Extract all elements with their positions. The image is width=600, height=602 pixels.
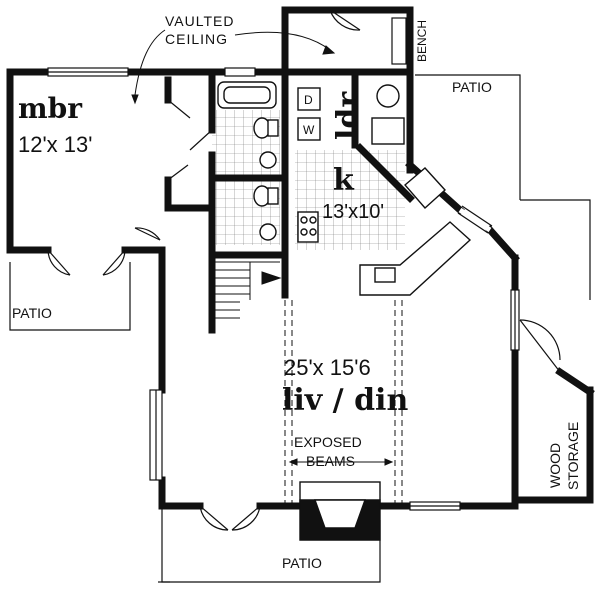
- mbr-size: 12'x 13': [18, 132, 92, 157]
- water-heater: [376, 84, 400, 108]
- mbr-name: mbr: [18, 92, 83, 125]
- vaulted-ceiling-label-2: CEILING: [165, 31, 228, 47]
- windows: [47, 67, 520, 511]
- kitchen-sink: [374, 267, 396, 283]
- refrigerator: [404, 167, 446, 209]
- exposed-beams: [284, 300, 403, 505]
- exposed-beams-label-2: BEAMS: [306, 453, 355, 469]
- furnace: [371, 117, 405, 145]
- walls: [6, 6, 595, 510]
- sink: [259, 223, 277, 241]
- patio-label-top-right: PATIO: [452, 79, 492, 95]
- fixtures: [217, 81, 472, 296]
- laundry-name: ldr: [331, 91, 366, 140]
- range: [297, 211, 319, 243]
- washer: [297, 117, 321, 141]
- wood-storage-label-1: WOOD: [547, 443, 563, 488]
- wood-storage-label-2: STORAGE: [565, 422, 581, 490]
- vaulted-ceiling-label-1: VAULTED: [165, 13, 235, 29]
- annotation-arrows: [131, 29, 394, 466]
- patio-outlines: [9, 74, 591, 583]
- patio-label-left: PATIO: [12, 305, 52, 321]
- kitchen-size: 13'x10': [322, 201, 384, 223]
- doors: [47, 9, 561, 531]
- living-size: 25'x 15'6: [284, 355, 371, 380]
- dryer: [297, 87, 321, 111]
- fireplace: [299, 481, 381, 541]
- living-name: liv / din: [282, 383, 408, 418]
- bench: [391, 17, 407, 65]
- washer-label: W: [303, 123, 315, 137]
- dryer-label: D: [304, 93, 313, 107]
- patio-label-bottom: PATIO: [282, 555, 322, 571]
- stairs: [215, 261, 282, 319]
- sink: [259, 151, 277, 169]
- exposed-beams-label-1: EXPOSED: [294, 434, 362, 450]
- kitchen-name: k: [333, 163, 355, 198]
- bench-label: BENCH: [415, 20, 429, 62]
